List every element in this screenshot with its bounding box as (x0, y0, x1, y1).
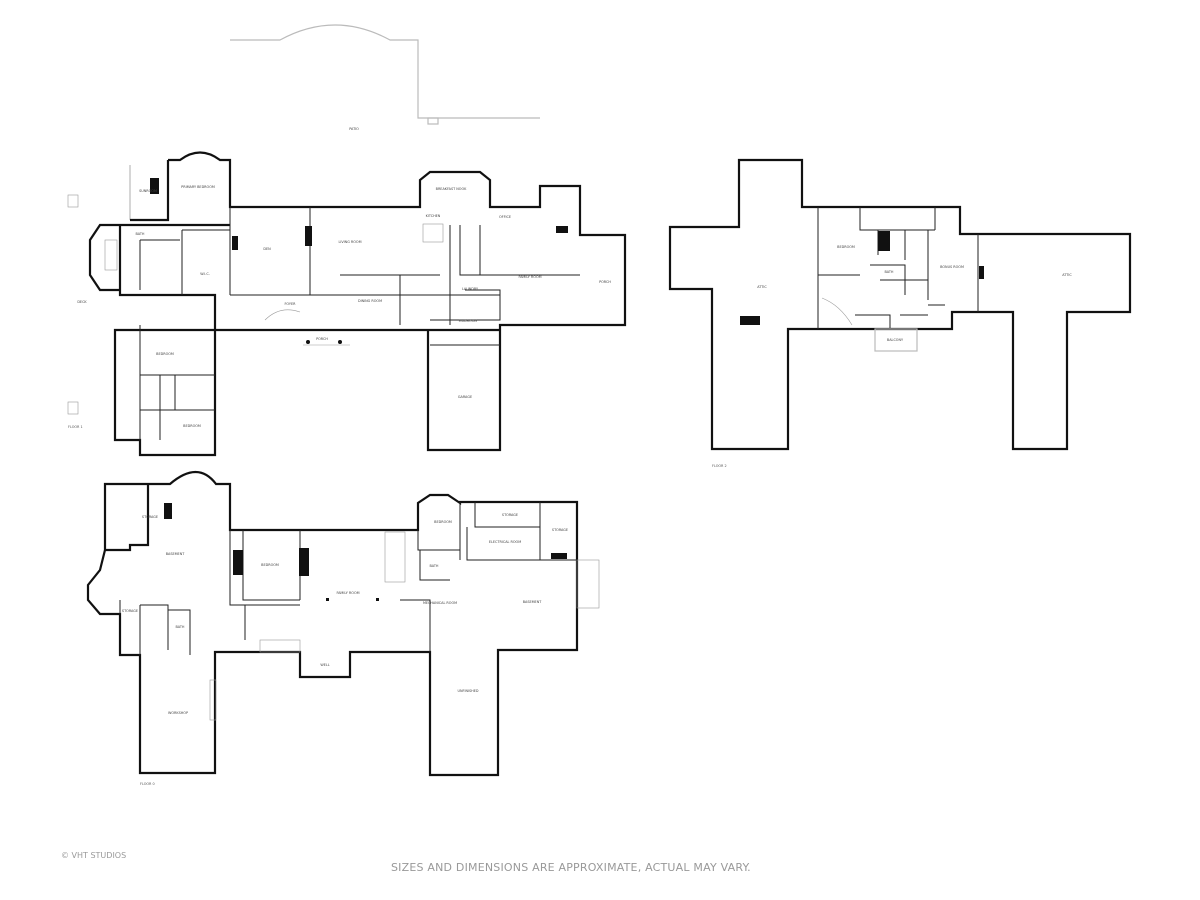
floor-1-interior-walls (139, 207, 580, 440)
column-icon (306, 340, 310, 344)
room-label: ATTIC (1062, 273, 1072, 277)
room-label: PORCH (599, 280, 611, 284)
floor-label: FLOOR 2 (712, 464, 727, 468)
room-label: BEDROOM (156, 352, 174, 356)
room-label: STORAGE (122, 609, 138, 613)
fireplace-icon (979, 266, 984, 279)
floor-2-interior-walls (817, 207, 979, 329)
room-label: MUDROOM (459, 319, 478, 323)
fireplace-icon (164, 503, 172, 519)
floor-1-plan: PATIO SUNROOM PRIMARY BEDROOM BATH W.I.C… (67, 24, 627, 457)
room-label: PRIMARY BEDROOM (181, 185, 215, 189)
room-label: DINING ROOM (358, 299, 382, 303)
room-label: BEDROOM (434, 520, 452, 524)
room-label: WORKSHOP (168, 711, 188, 715)
room-label: GARAGE (458, 395, 472, 399)
floor-0-room-labels: STORAGE BASEMENT BEDROOM FAMILY ROOM BED… (122, 513, 568, 715)
fireplace-icon (556, 226, 568, 233)
stair-icon (67, 194, 79, 208)
room-label: BATH (429, 564, 438, 568)
room-label: STORAGE (142, 515, 158, 519)
floor-0-exterior-walls (86, 470, 579, 777)
room-label: FAMILY ROOM (336, 591, 359, 595)
bathtub-icon (104, 239, 118, 271)
chimney-icon (740, 316, 760, 325)
fireplace-icon (232, 236, 238, 250)
room-label: BATH (135, 232, 144, 236)
room-label: FAMILY ROOM (518, 275, 541, 279)
room-label: BREAKFAST NOOK (436, 187, 468, 191)
disclaimer-text: SIZES AND DIMENSIONS ARE APPROXIMATE, AC… (391, 861, 751, 874)
fireplace-icon (305, 226, 312, 246)
room-label: BEDROOM (261, 563, 279, 567)
fireplace-icon (150, 178, 159, 194)
room-label: KITCHEN (426, 214, 441, 218)
room-label: BASEMENT (166, 552, 186, 556)
floor-0-interior-walls (119, 502, 577, 655)
floor-label: FLOOR 0 (140, 782, 155, 786)
floor-label: FLOOR 1 (68, 425, 83, 429)
fireplace-icon (299, 548, 309, 576)
room-label: DECK (77, 300, 87, 304)
room-label: PORCH (316, 337, 328, 341)
floor-2-room-labels: ATTIC BEDROOM BATH BONUS ROOM ATTIC BALC… (757, 245, 1072, 342)
room-label: OFFICE (499, 215, 511, 219)
room-label: BASEMENT (523, 600, 543, 604)
staircase-icon (259, 639, 301, 653)
room-label: BALCONY (887, 338, 904, 342)
room-label: ATTIC (757, 285, 767, 289)
column-icon (338, 340, 342, 344)
balcony-outline (874, 328, 918, 352)
staircase-icon (264, 309, 301, 321)
kitchen-island (422, 223, 444, 243)
fireplace-icon (551, 553, 567, 559)
column-icon (326, 598, 329, 601)
room-label: STORAGE (552, 528, 568, 532)
floor-0-plan: STORAGE BASEMENT BEDROOM FAMILY ROOM BED… (86, 470, 600, 786)
room-label: BATH (884, 270, 893, 274)
wet-bar (384, 531, 406, 583)
room-label: STORAGE (502, 513, 518, 517)
fireplace-icon (878, 231, 890, 251)
patio-outline (230, 24, 540, 119)
room-label: LAUNDRY (462, 287, 479, 291)
floor-2-exterior-walls (668, 158, 1132, 451)
room-label: WELL (320, 663, 329, 667)
column-icon (376, 598, 379, 601)
copyright-text: © VHT STUDIOS (61, 851, 127, 860)
room-label: BEDROOM (183, 424, 201, 428)
floor-2-plan: ATTIC BEDROOM BATH BONUS ROOM ATTIC BALC… (668, 158, 1132, 468)
room-label: ELECTRICAL ROOM (489, 540, 521, 544)
room-label: MECHANICAL ROOM (423, 601, 457, 605)
room-label: W.I.C. (200, 272, 210, 276)
room-label: LIVING ROOM (338, 240, 361, 244)
room-label: BATH (175, 625, 184, 629)
room-label: DEN (263, 247, 271, 251)
stair-icon (67, 401, 79, 415)
room-label: BONUS ROOM (940, 265, 964, 269)
room-label: UNFINISHED (458, 689, 479, 693)
room-label: FOYER (284, 302, 296, 306)
staircase-icon (821, 297, 853, 326)
floor-1-room-labels: PATIO SUNROOM PRIMARY BEDROOM BATH W.I.C… (77, 127, 611, 428)
workbench (209, 679, 217, 721)
exterior-stairs (576, 559, 600, 609)
room-label: SUNROOM (139, 189, 157, 193)
fireplace-icon (233, 550, 243, 575)
room-label: BEDROOM (837, 245, 855, 249)
patio-step (427, 117, 439, 125)
room-label: PATIO (349, 127, 359, 131)
